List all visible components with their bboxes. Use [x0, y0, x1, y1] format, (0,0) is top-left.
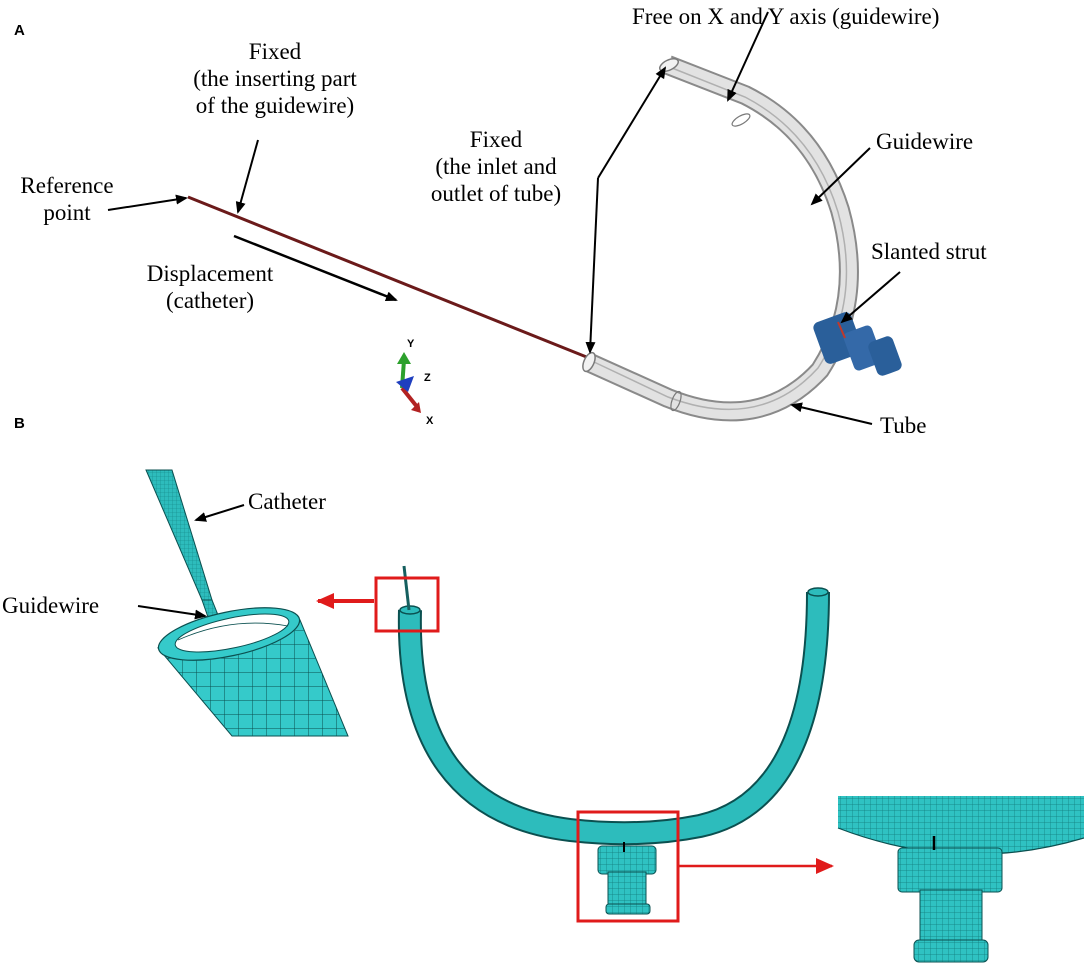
arrow-fixed-inlet — [585, 177, 599, 354]
tube-ring — [731, 113, 751, 127]
arrow-slanted-strut — [840, 271, 901, 324]
label-fixed-insert-line2: (the inserting part — [193, 66, 357, 91]
label-fixed-insert-line3: of the guidewire) — [195, 93, 355, 118]
label-fixed-tube: Fixed (the inlet and outlet of tube) — [405, 126, 587, 207]
mesh-tube-inner — [399, 591, 828, 844]
label-reference-line2: point — [43, 200, 91, 225]
panel-a — [107, 11, 902, 425]
guidewire-inside-tube — [593, 67, 848, 411]
label-displacement: Displacement (catheter) — [130, 260, 290, 314]
label-guidewire-a: Guidewire — [876, 129, 974, 154]
panel-letter-b: B — [14, 415, 25, 432]
axis-label-y: Y — [407, 338, 415, 350]
label-fixed-tube-line3: outlet of tube) — [430, 181, 562, 206]
highlight-box-top — [374, 576, 440, 633]
mesh-tube-end — [807, 587, 829, 597]
arrow-fixed-outlet — [597, 66, 667, 179]
label-reference-line1: Reference — [20, 173, 114, 198]
arrow-tube — [790, 402, 873, 425]
label-free-xy: Free on X and Y axis (guidewire) — [632, 4, 940, 29]
zoom-strut-view — [837, 796, 1084, 963]
label-displacement-line1: Displacement — [146, 261, 274, 286]
mesh-strut — [597, 842, 657, 915]
arrow-guidewire-b — [137, 605, 207, 620]
arrow-displacement — [233, 234, 398, 302]
zoom-catheter-view — [145, 469, 349, 737]
arrow-free-xy — [727, 11, 769, 102]
arrow-catheter — [194, 504, 245, 522]
tube-inner — [584, 57, 857, 420]
label-fixed-tube-line2: (the inlet and — [435, 154, 557, 179]
tube-shape — [583, 55, 859, 422]
label-catheter: Catheter — [248, 489, 326, 514]
panel-letter-a: A — [14, 22, 25, 39]
arrow-guidewire — [810, 147, 871, 206]
panel-b — [137, 469, 1084, 963]
catheter-line — [187, 195, 595, 362]
arrow-fixed-insert — [235, 139, 259, 214]
slanted-strut-shape — [813, 312, 902, 376]
label-fixed-tube-line1: Fixed — [469, 127, 523, 152]
tube-ring — [670, 390, 682, 412]
axis-label-z: Z — [424, 372, 431, 384]
axis-label-x: X — [426, 415, 434, 427]
label-fixed-insert: Fixed (the inserting part of the guidewi… — [150, 38, 400, 119]
label-guidewire-b: Guidewire — [2, 593, 100, 618]
arrow-reference — [107, 194, 188, 211]
label-slanted-strut: Slanted strut — [871, 239, 987, 264]
label-tube: Tube — [880, 413, 927, 438]
label-displacement-line2: (catheter) — [165, 288, 255, 313]
label-reference-point: Reference point — [0, 172, 134, 226]
mesh-guidewire — [402, 565, 411, 611]
label-fixed-insert-line1: Fixed — [248, 39, 302, 64]
axis-triad — [396, 352, 421, 413]
